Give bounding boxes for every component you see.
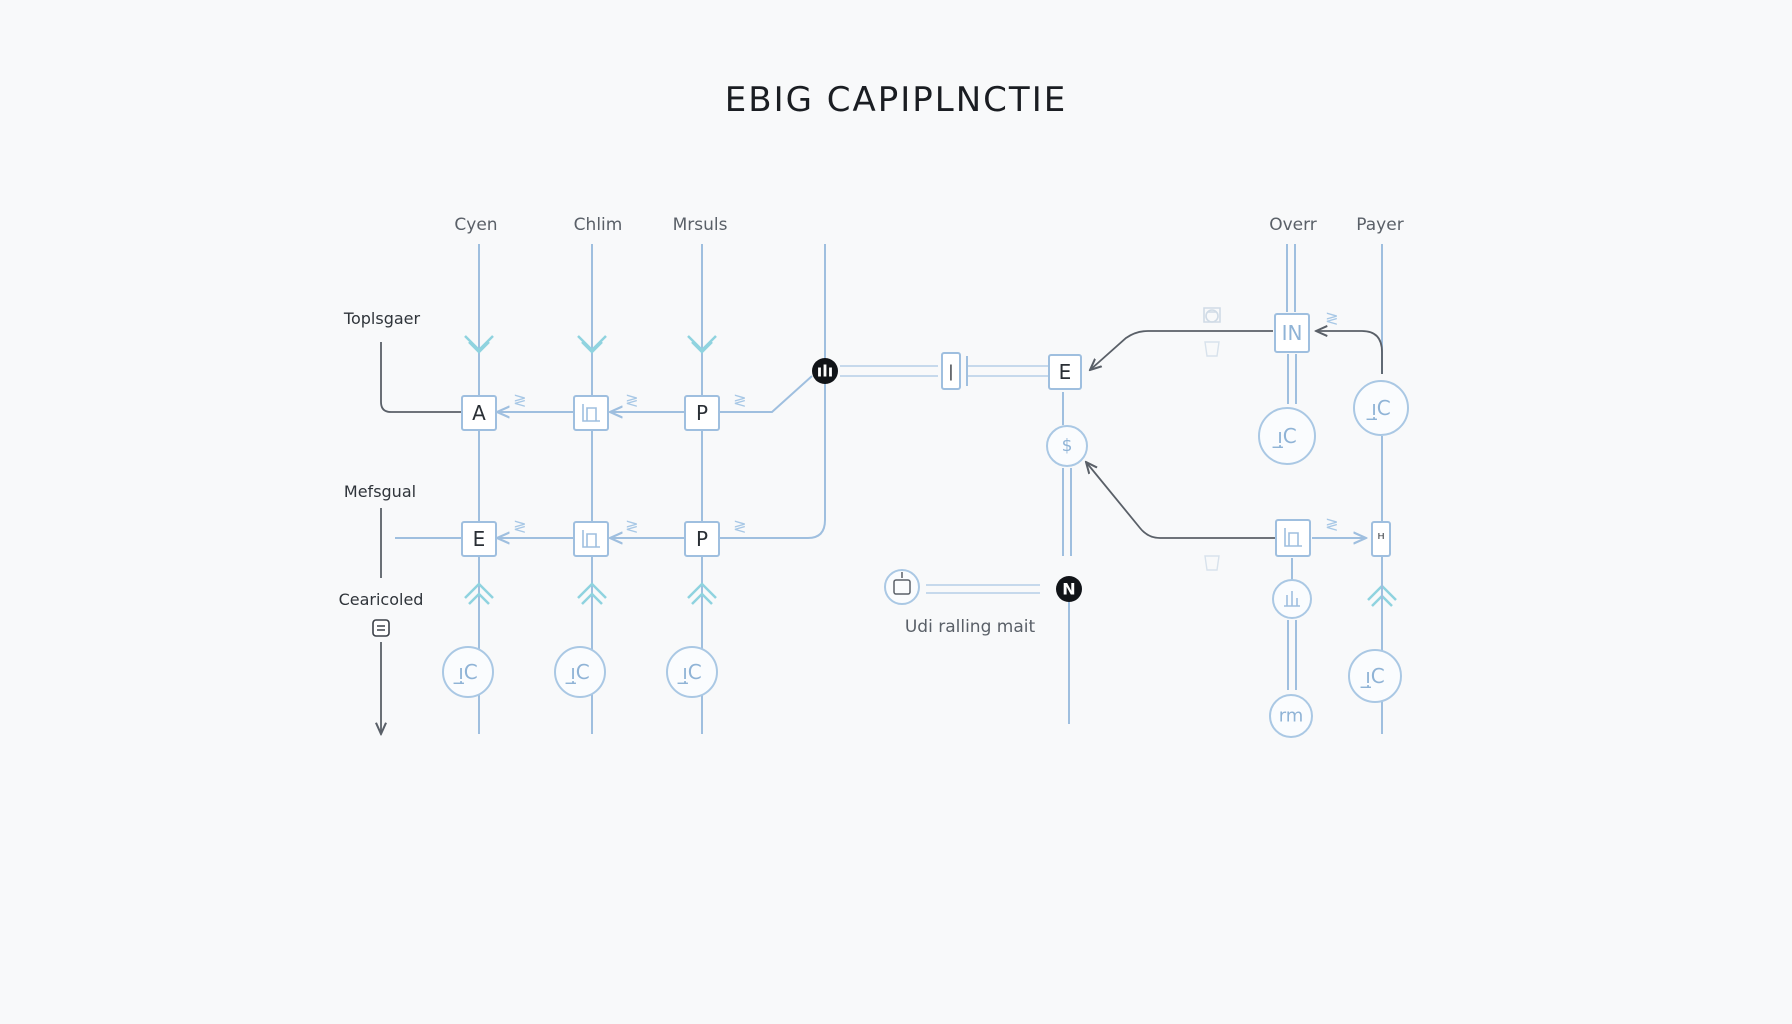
bar-node[interactable]: | — [941, 352, 961, 390]
svg-text:|: | — [948, 362, 953, 381]
node-e-left[interactable]: E — [461, 521, 497, 557]
signal-glyph: ≷ — [513, 517, 526, 536]
chevron-down-icon — [577, 335, 607, 354]
chevron-down-icon — [687, 335, 717, 354]
svg-text:ᵸ: ᵸ — [1377, 530, 1384, 548]
arrow-payer-to-in — [1316, 331, 1383, 374]
svg-text:rm: rm — [1279, 706, 1304, 727]
device-icon[interactable] — [884, 569, 920, 605]
chevron-down-icon — [464, 335, 494, 354]
dollar-node[interactable]: $ — [1046, 425, 1088, 467]
signal-glyph: ≷ — [1325, 515, 1338, 534]
chevron-up-icon — [577, 582, 607, 605]
circle-node-payer[interactable]: ᴉ̲C — [1353, 380, 1409, 436]
node-in[interactable]: IN — [1274, 313, 1310, 353]
node-p-top[interactable]: P — [684, 395, 720, 431]
circle-node-small[interactable] — [1272, 579, 1312, 619]
column-label-1: Cyen — [454, 215, 497, 235]
circle-node-1[interactable]: ᴉ̲C — [442, 646, 494, 698]
trash-icon — [1204, 341, 1220, 357]
signal-glyph: ≷ — [625, 517, 638, 536]
column-label-3: Mrsuls — [673, 215, 728, 235]
circle-node-2[interactable]: ᴉ̲C — [554, 646, 606, 698]
circle-node-3[interactable]: ᴉ̲C — [666, 646, 718, 698]
node-box-chlim-top[interactable] — [573, 395, 609, 431]
svg-text:P: P — [696, 527, 708, 551]
row-line-mid-3 — [720, 380, 826, 539]
node-a[interactable]: A — [461, 395, 497, 431]
row-label-top: Toplsgaer — [343, 309, 421, 328]
svg-text:E: E — [473, 527, 486, 551]
row-label-middle: Mefsgual — [344, 482, 416, 501]
chevron-up-icon — [464, 582, 494, 605]
circle-node-overr[interactable]: ᴉ̲C — [1258, 407, 1316, 465]
signal-glyph: ≷ — [733, 391, 746, 410]
circle-node-payer-bottom[interactable]: ᴉ̲C — [1348, 649, 1402, 703]
column-label-2: Chlim — [574, 215, 623, 235]
svg-text:N: N — [1062, 580, 1075, 599]
hub-node[interactable]: ılı — [812, 358, 838, 384]
row-label-bottom: Cearicoled — [339, 590, 424, 609]
node-p-mid[interactable]: P — [684, 521, 720, 557]
n-node[interactable]: N — [1056, 576, 1082, 602]
node-e-center[interactable]: E — [1048, 354, 1082, 390]
svg-text:A: A — [472, 401, 486, 425]
svg-text:P: P — [696, 401, 708, 425]
signal-glyph: ≷ — [733, 517, 746, 536]
node-box-right[interactable] — [1275, 519, 1311, 557]
signal-glyph: ≷ — [625, 391, 638, 410]
signal-glyph: ≷ — [1325, 309, 1338, 328]
node-box-chlim-mid[interactable] — [573, 521, 609, 557]
arrow-in-to-e — [1090, 330, 1273, 370]
row-line-top-3 — [720, 375, 813, 413]
svg-text:$: $ — [1062, 436, 1073, 456]
caption: Udi ralling mait — [905, 617, 1036, 637]
controlled-icon — [372, 619, 390, 637]
circle-node-rm[interactable]: rm — [1269, 694, 1313, 738]
svg-text:E: E — [1059, 360, 1072, 384]
top-bracket-line — [380, 342, 462, 413]
node-small-right[interactable]: ᵸ — [1371, 521, 1391, 557]
column-label-payer: Payer — [1356, 215, 1403, 235]
diagram-title: EBIG CAPIPLNCTIE — [724, 80, 1068, 120]
arrow-to-dollar — [1086, 462, 1275, 539]
svg-text:IN: IN — [1282, 321, 1303, 345]
trash-icon — [1204, 555, 1220, 571]
svg-text:ılı: ılı — [817, 362, 833, 381]
signal-glyph: ≷ — [513, 391, 526, 410]
trash-icon — [1203, 307, 1221, 323]
column-label-overr: Overr — [1269, 215, 1317, 235]
chevron-up-icon — [687, 582, 717, 605]
